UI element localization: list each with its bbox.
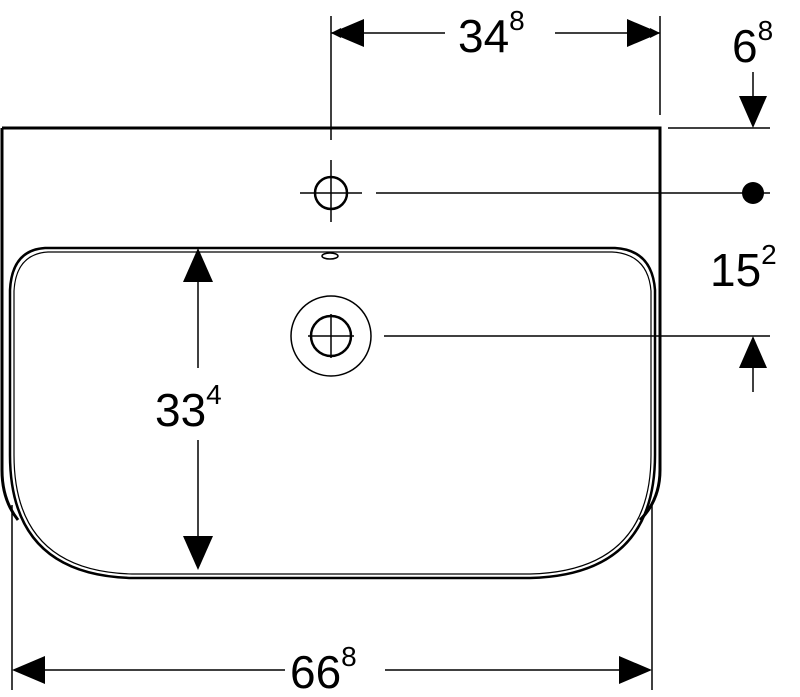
dimension-tap-offset: 348 (331, 5, 660, 62)
dimension-tap-to-drain: 152 (710, 239, 777, 392)
dimension-overall-width: 668 (12, 641, 652, 697)
bowl-depth-sup: 4 (206, 379, 222, 410)
svg-text:68: 68 (732, 15, 773, 72)
extension-lines (11, 16, 770, 690)
bowl-depth-value: 33 (155, 384, 206, 436)
svg-text:334: 334 (155, 379, 222, 436)
overflow-slot (321, 252, 339, 260)
overall-width-value: 66 (290, 646, 341, 697)
bowl-inner-line (13, 251, 652, 575)
tap-to-drain-sup: 2 (761, 239, 777, 270)
dimension-bowl-depth: 334 (155, 248, 222, 570)
svg-text:348: 348 (458, 5, 525, 62)
tap-hole (300, 160, 362, 222)
tap-to-drain-value: 15 (710, 244, 761, 296)
tap-offset-value: 34 (458, 10, 509, 62)
dimension-rim-height: 68 (732, 15, 773, 128)
svg-text:152: 152 (710, 239, 777, 296)
drain (290, 295, 372, 377)
tap-axis-dot (742, 182, 764, 204)
svg-text:668: 668 (290, 641, 357, 697)
rim-height-sup: 8 (758, 15, 774, 46)
bowl-outline (8, 246, 657, 580)
overall-width-sup: 8 (341, 641, 357, 672)
rim-height-value: 6 (732, 20, 758, 72)
tap-offset-sup: 8 (509, 5, 525, 36)
